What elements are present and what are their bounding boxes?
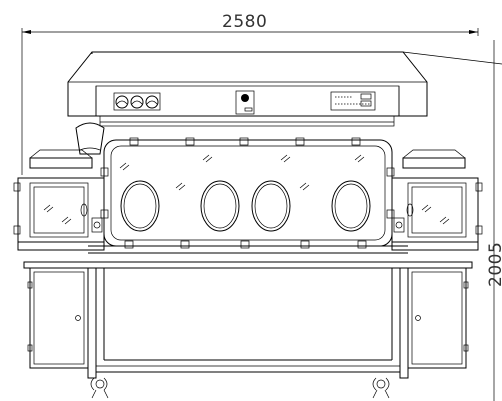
left-antechamber [13, 149, 105, 251]
glove-port-2 [200, 180, 240, 232]
glove-port-1 [120, 180, 160, 232]
height-dimension: 2005 [402, 40, 502, 401]
left-blower-dome [75, 122, 105, 155]
support-frame [23, 261, 473, 379]
right-antechamber [391, 149, 483, 251]
right-storage-cabinet [407, 267, 469, 369]
left-storage-cabinet [27, 267, 89, 369]
glove-port-3 [251, 180, 291, 232]
control-panel-display [330, 91, 376, 111]
height-dimension-label: 2005 [486, 242, 502, 287]
window-clamps [100, 137, 395, 249]
emergency-stop-button [235, 90, 255, 115]
top-control-housing [67, 51, 428, 127]
width-dimension-label: 2580 [222, 12, 267, 32]
main-chamber [88, 137, 408, 263]
pressure-gauges [113, 92, 161, 111]
glove-port-4 [331, 180, 371, 232]
caster-wheels [90, 377, 390, 399]
width-dimension: 2580 [21, 12, 479, 175]
